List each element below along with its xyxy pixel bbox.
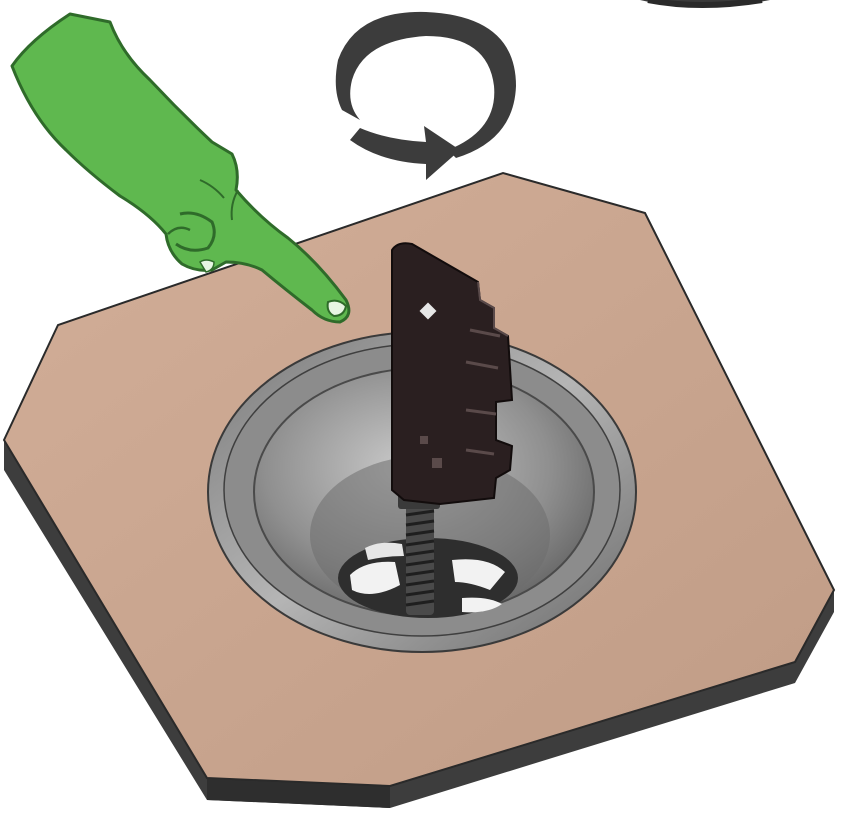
partial-component-top-right	[640, 0, 770, 7]
pointing-hand-icon	[12, 14, 349, 322]
rotation-arrow-icon	[336, 12, 516, 180]
